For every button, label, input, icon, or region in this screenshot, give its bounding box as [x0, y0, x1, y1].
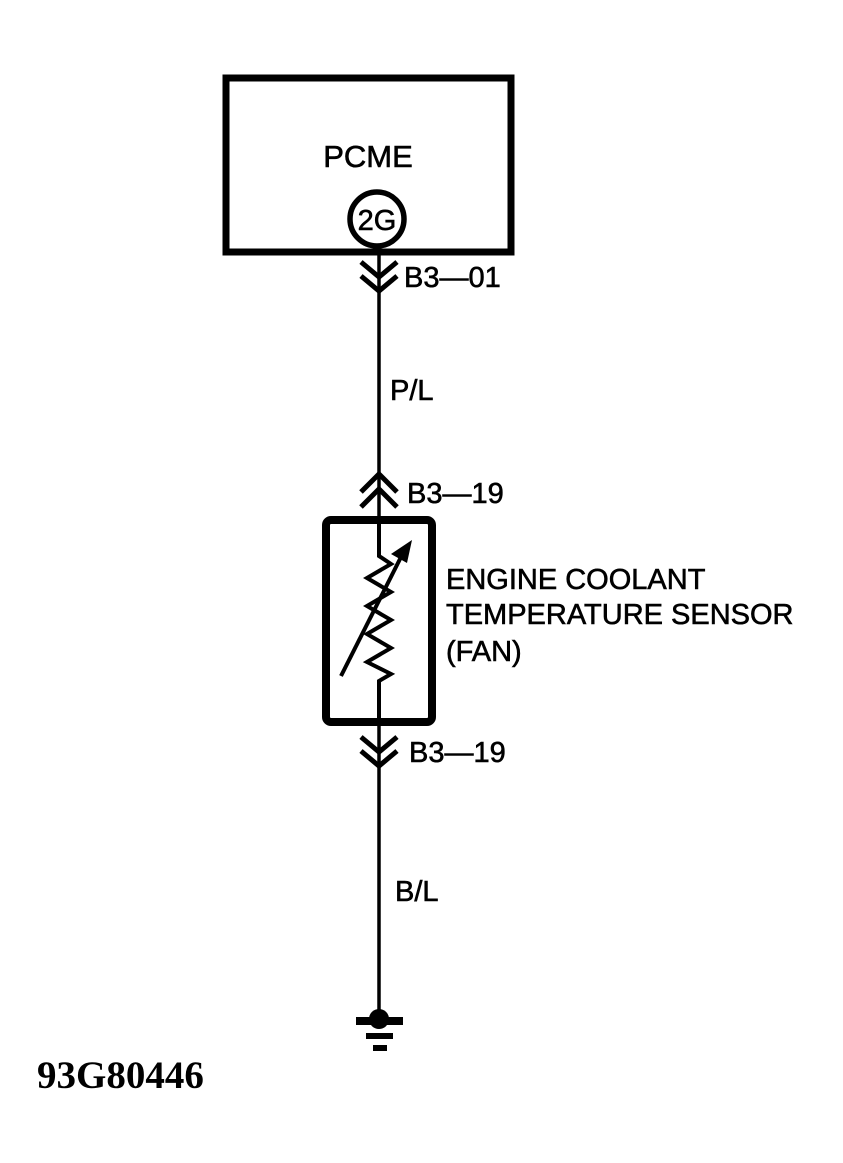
thermistor-arrowhead	[391, 540, 412, 563]
connector-b3-19-top: B3—19	[359, 470, 504, 510]
thermistor-arrow-shaft	[339, 556, 403, 677]
sensor-label-line1: ENGINE COOLANT	[446, 564, 706, 596]
pin-circle-icon	[347, 189, 407, 249]
wire-upper-color-label: P/L	[390, 375, 434, 407]
earth-ground-icon	[356, 1009, 403, 1051]
pcme-pin-2g: 2G	[347, 189, 407, 249]
connector-b3-01-label: B3—01	[404, 262, 501, 294]
connector-b3-19-bottom-label: B3—19	[409, 737, 506, 769]
wire-lower-color-label: B/L	[395, 876, 439, 908]
thermistor-icon	[339, 521, 412, 721]
pcme-box	[222, 74, 515, 256]
connector-b3-19-top-label: B3—19	[407, 478, 504, 510]
ect-sensor: ENGINE COOLANT TEMPERATURE SENSOR (FAN)	[322, 516, 794, 726]
connector-b3-19-bottom: B3—19	[359, 735, 506, 770]
figure-id-label: 93G80446	[37, 1054, 204, 1097]
sensor-label-line3: (FAN)	[446, 636, 522, 668]
pcme-module: PCME 2G	[222, 74, 515, 256]
double-chevron-up-icon	[359, 470, 399, 509]
sensor-name-label: ENGINE COOLANT TEMPERATURE SENSOR (FAN)	[446, 564, 794, 669]
sensor-box	[322, 516, 436, 726]
double-chevron-down-icon	[359, 260, 399, 295]
sensor-label-line2: TEMPERATURE SENSOR	[446, 599, 794, 631]
double-chevron-down-icon	[359, 735, 399, 770]
pin-label: 2G	[358, 205, 397, 237]
pcme-label: PCME	[323, 139, 413, 174]
connector-b3-01: B3—01	[359, 260, 501, 295]
